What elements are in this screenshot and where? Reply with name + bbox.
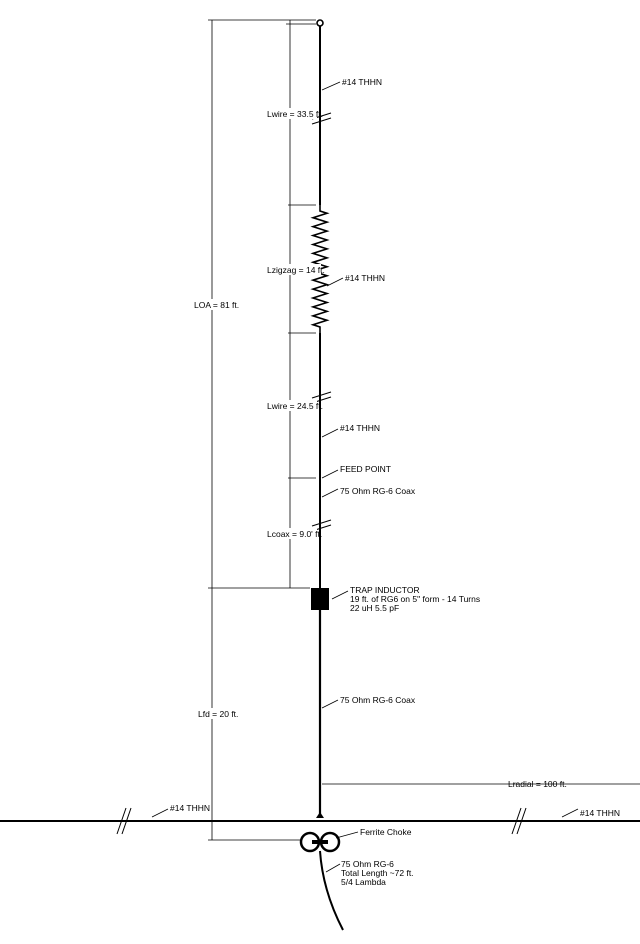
wire-zigzag-callout: #14 THHN <box>345 273 385 283</box>
feedline-line2: Total Length ~72 ft. <box>341 868 414 878</box>
loa-label: LOA = 81 ft. <box>194 300 239 310</box>
wire-top-callout: #14 THHN <box>342 77 382 87</box>
trap-detail-callout: 19 ft. of RG6 on 5" form - 14 Turns <box>350 594 480 604</box>
radial-left-callout: #14 THHN <box>170 803 210 813</box>
lfd-label: Lfd = 20 ft. <box>198 709 238 719</box>
lcoax-label: Lcoax = 9.0' ft. <box>267 529 322 539</box>
ferrite-choke <box>299 831 341 853</box>
feedline-line1: 75 Ohm RG-6 <box>341 859 394 869</box>
radial-break-marks <box>116 807 527 835</box>
leader-lines <box>151 81 579 873</box>
coax-lower-callout: 75 Ohm RG-6 Coax <box>340 695 416 705</box>
trap-title-callout: TRAP INDUCTOR <box>350 585 420 595</box>
trap-values-callout: 22 uH 5.5 pF <box>350 603 399 613</box>
radial-right-callout: #14 THHN <box>580 808 620 818</box>
feed-point-callout: FEED POINT <box>340 464 391 474</box>
trap-inductor <box>311 588 329 610</box>
lwire-top-label: Lwire = 33.5 ft. <box>267 109 323 119</box>
lwire-mid-label: Lwire = 24.5 ft. <box>267 401 323 411</box>
coax-upper-callout: 75 Ohm RG-6 Coax <box>340 486 416 496</box>
feedline-line3: 5/4 Lambda <box>341 877 386 887</box>
choke-callout: Ferrite Choke <box>360 827 412 837</box>
feed-arrow <box>316 812 324 818</box>
lradial-label: Lradial = 100 ft. <box>508 779 567 789</box>
wire-mid-callout: #14 THHN <box>340 423 380 433</box>
feedline-coax <box>319 850 344 931</box>
antenna-top-end <box>316 19 324 27</box>
lzigzag-label: Lzigzag = 14 ft. <box>267 265 325 275</box>
